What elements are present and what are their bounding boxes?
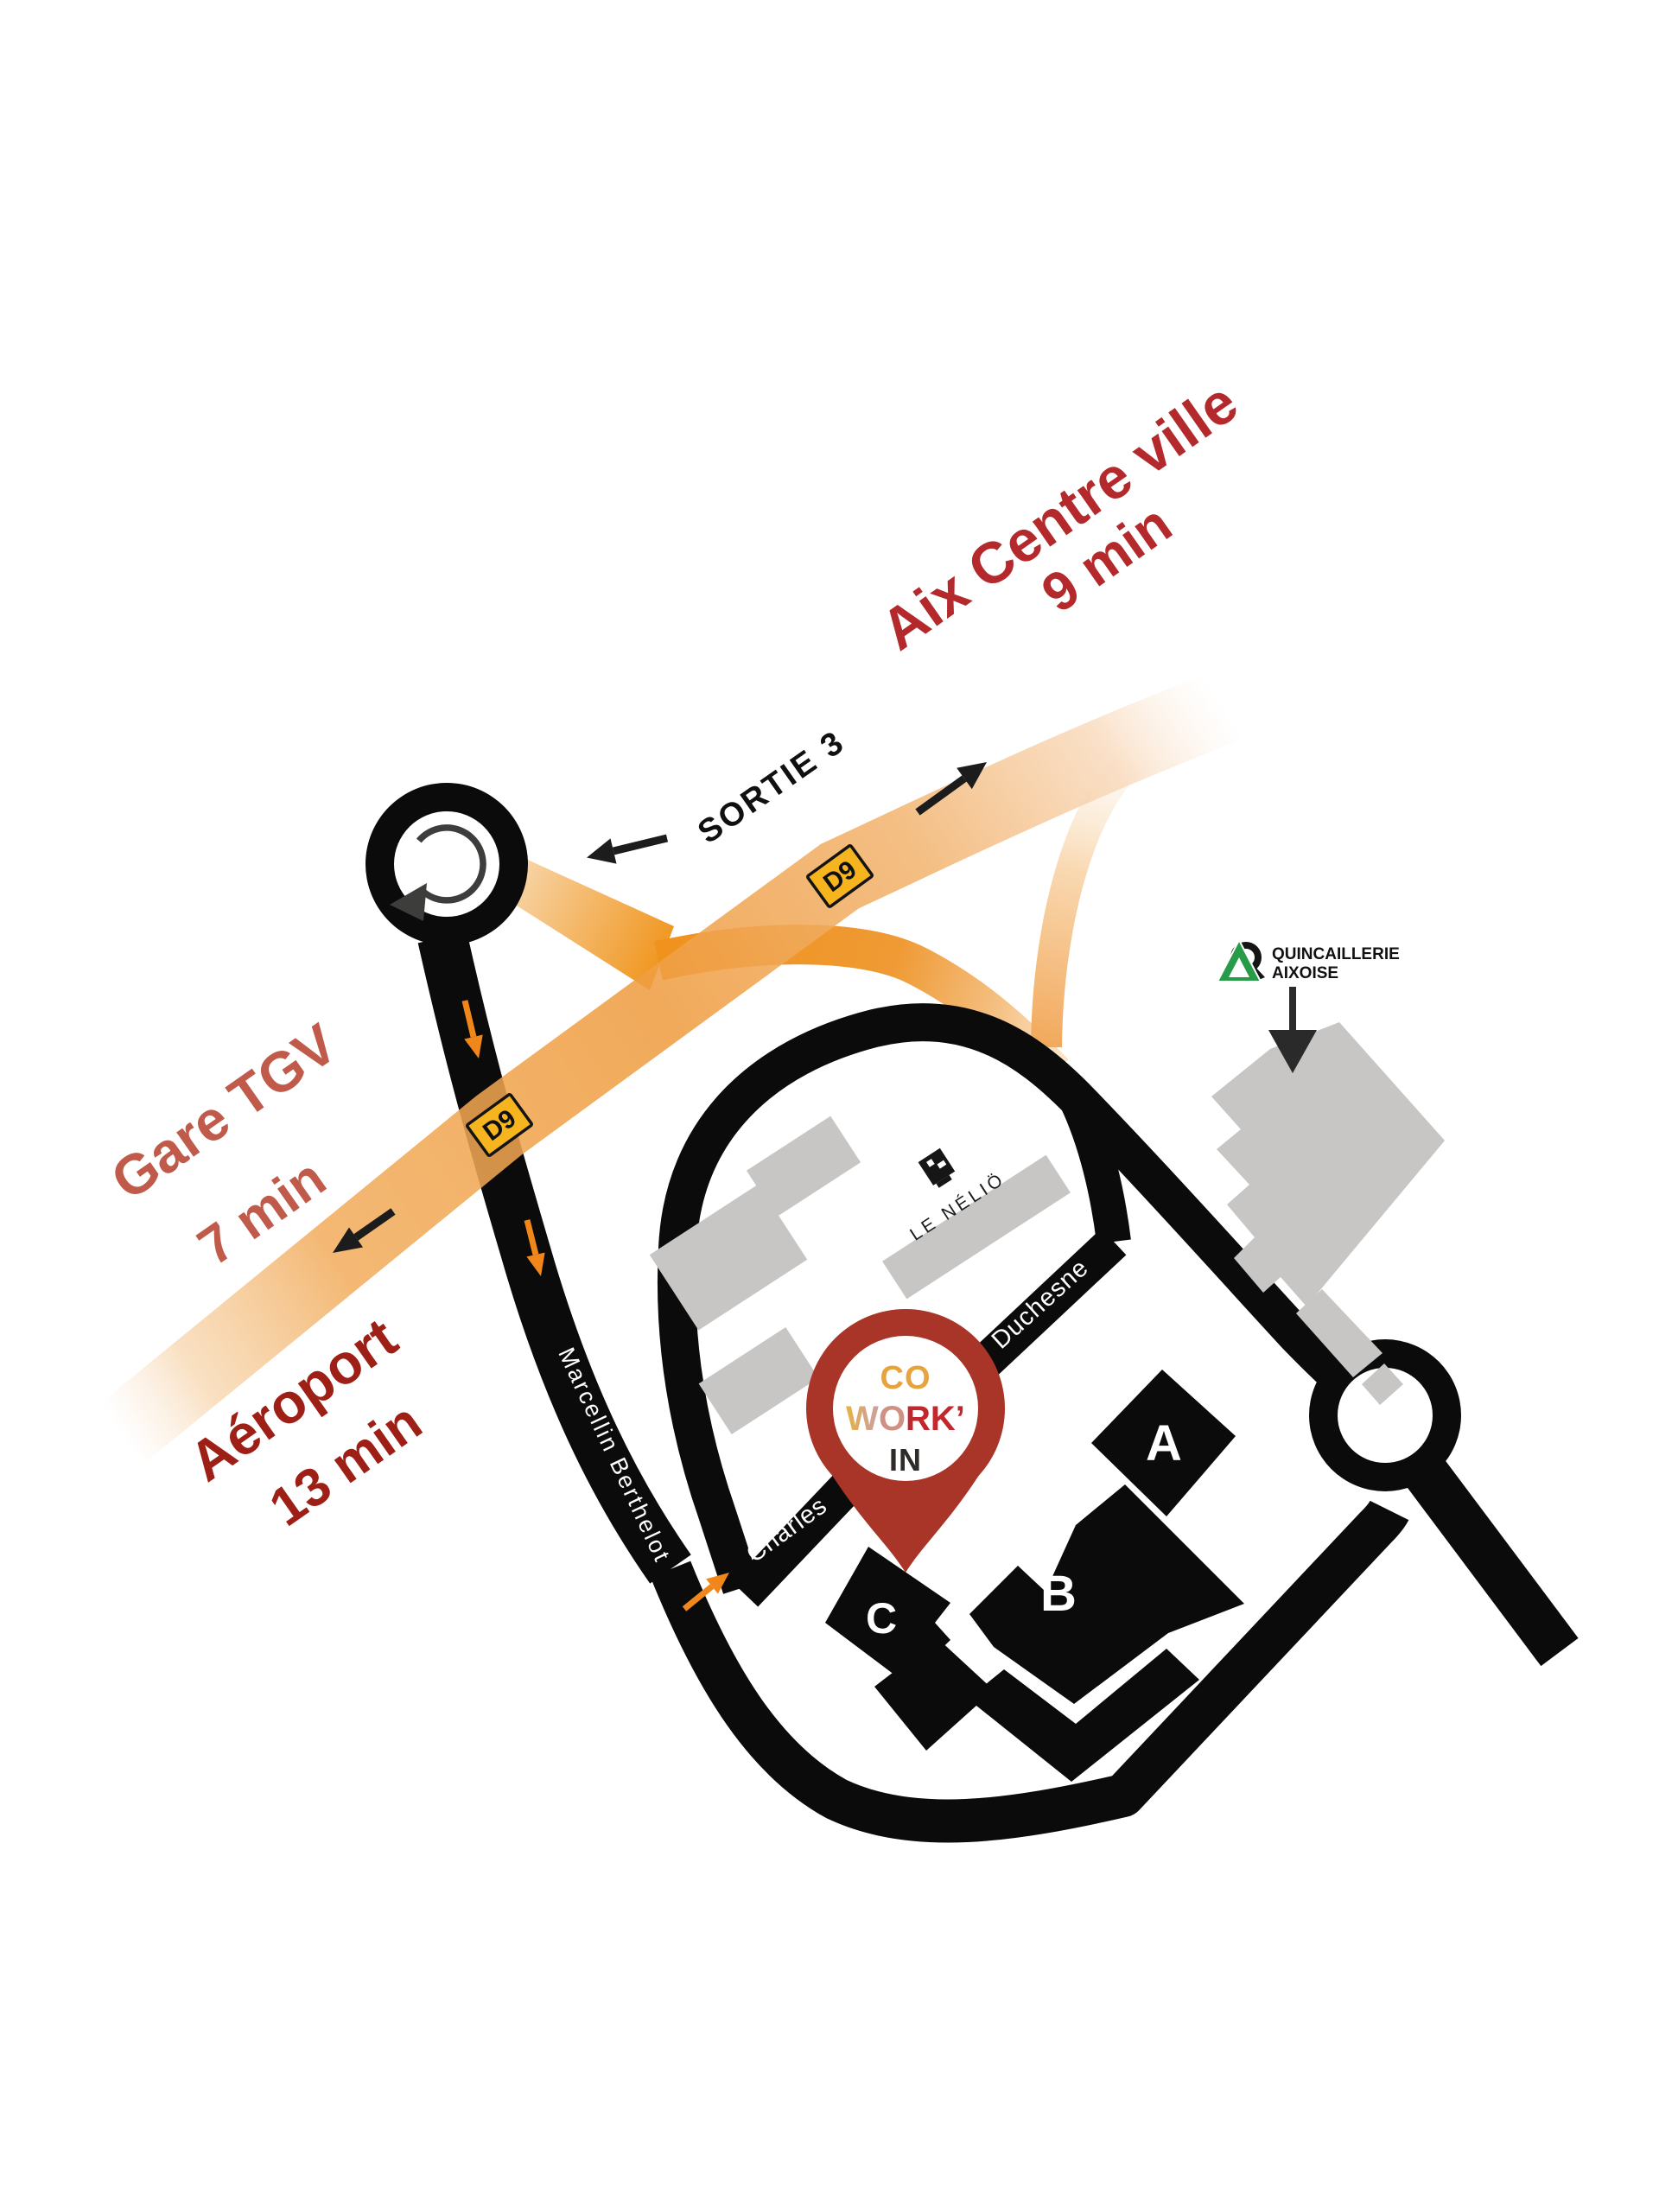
destination-aix-label: Aix Centre ville: [869, 370, 1249, 663]
arrow-berthelot-south-icon: [524, 1219, 545, 1276]
pin-logo-o: O: [879, 1400, 906, 1438]
d9-badge-north: D9: [806, 844, 874, 908]
arrow-sortie-icon: [587, 834, 669, 864]
arrow-to-gare-icon: [333, 1208, 396, 1253]
pin-logo-in: IN: [889, 1442, 922, 1478]
poi-quincaillerie: QUINCAILLERIE AIXOISE: [1216, 938, 1400, 1073]
building-a-label: A: [1146, 1415, 1182, 1471]
arrow-to-aix-icon: [915, 762, 987, 816]
pin-face: [833, 1336, 978, 1481]
exit-sortie3-label: SORTIE 3: [691, 723, 852, 850]
road-campus-ring-south: [650, 1500, 1409, 1843]
building-c: [825, 1547, 950, 1683]
building-gray-2: [649, 1184, 808, 1331]
pin-logo-w: W: [846, 1400, 879, 1438]
arrow-berthelot-north-icon: [461, 1000, 483, 1058]
building-quincaillerie-annex: [1296, 1289, 1382, 1377]
roundabout-loop-arrowhead-icon: [390, 883, 427, 921]
street-berthelot-label: Marcellin Berthelot: [553, 1344, 676, 1567]
road-southeast-exit: [1407, 1459, 1579, 1667]
quincaillerie-label-line1: QUINCAILLERIE: [1272, 945, 1400, 963]
building-a: [1091, 1370, 1236, 1516]
building-b: [969, 1484, 1244, 1704]
road-campus-loop-west-and-north: [657, 1003, 1351, 1594]
arrow-charles-entry-icon: [682, 1573, 729, 1611]
building-letters: A B C: [866, 1415, 1182, 1643]
pin-logo-rk: RK’: [906, 1400, 965, 1438]
building-gray-3: [698, 1326, 819, 1435]
building-b-label: B: [1040, 1566, 1077, 1622]
cowork-in-pin: CO W O RK’ IN: [806, 1309, 1005, 1573]
gray-buildings: [649, 1022, 1445, 1435]
black-buildings: [825, 1370, 1244, 1782]
roundabout-loop-arrow: [390, 824, 486, 921]
building-gray-1: [746, 1116, 861, 1217]
road-marcellin-berthelot: [417, 931, 691, 1584]
road-branch-to-duchesne: [1059, 1091, 1131, 1244]
direction-arrows-orange: [461, 1000, 729, 1611]
pin-logo-co: CO: [880, 1360, 931, 1396]
d9-badge-south: D9: [466, 1093, 533, 1157]
building-c-label: C: [866, 1594, 897, 1643]
quincaillerie-pointer-arrow-icon: [1268, 987, 1317, 1073]
nelio-logo-icon: [918, 1147, 956, 1188]
building-row-south-c: [874, 1638, 994, 1751]
building-gray-4: [882, 1154, 1071, 1300]
building-quincaillerie-annex2: [1362, 1363, 1403, 1405]
quincaillerie-label-line2: AIXOISE: [1272, 964, 1338, 982]
building-row-south-b: [968, 1649, 1199, 1782]
building-quincaillerie: [1211, 1022, 1445, 1306]
direction-arrows-black: [333, 762, 987, 1253]
roundabout-east-island: [1338, 1368, 1433, 1463]
slip-road-from-roundabout: [503, 849, 674, 990]
street-duchesne-label: Duchesne: [987, 1254, 1094, 1355]
quincaillerie-logo-icon: [1216, 938, 1265, 982]
